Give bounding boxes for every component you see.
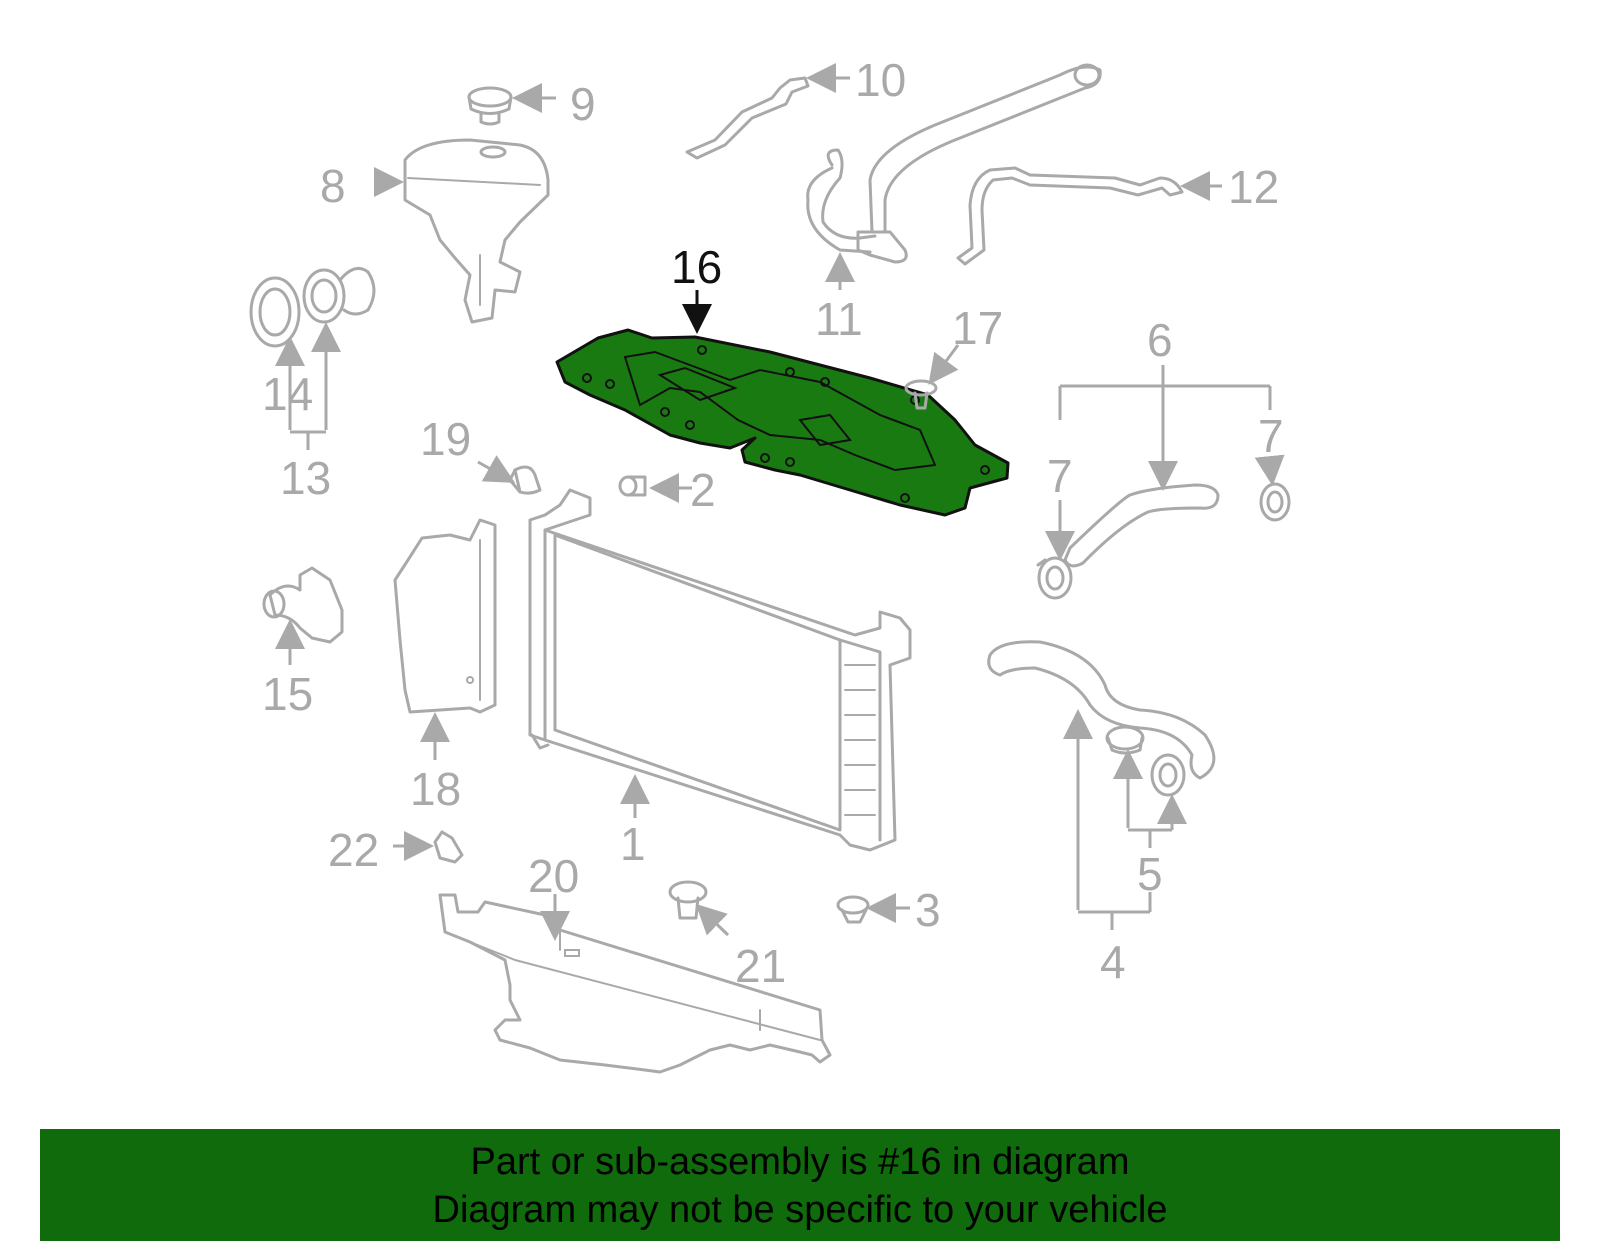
callout-20: 20: [528, 850, 579, 902]
callout-14: 14: [262, 368, 313, 420]
callout-4: 4: [1100, 936, 1126, 988]
hose-clamp-part-5-lower[interactable]: [1150, 753, 1186, 797]
callout-6: 6: [1147, 314, 1173, 366]
pin-part-2[interactable]: [618, 475, 647, 497]
nut-part-3[interactable]: [836, 895, 870, 924]
callout-7-left: 7: [1047, 450, 1073, 502]
callout-17: 17: [952, 302, 1003, 354]
callout-12: 12: [1228, 161, 1279, 213]
pipe-part-12[interactable]: [956, 166, 1184, 266]
callout-15: 15: [262, 668, 313, 720]
callout-13: 13: [280, 452, 331, 504]
thermostat-housing-part-13[interactable]: [302, 266, 376, 324]
callout-1: 1: [620, 818, 646, 870]
callout-10: 10: [855, 54, 906, 106]
coolant-reservoir-part-8[interactable]: [403, 138, 550, 324]
callout-7-right: 7: [1258, 410, 1284, 462]
callout-19: 19: [420, 413, 471, 465]
hose-clamp-part-5-upper[interactable]: [1105, 725, 1145, 755]
callout-22: 22: [328, 824, 379, 876]
banner-line-2: Diagram may not be specific to your vehi…: [432, 1189, 1168, 1231]
callout-9: 9: [570, 78, 596, 130]
outlet-fitting-part-15[interactable]: [262, 566, 344, 644]
callout-18: 18: [410, 763, 461, 815]
hose-clamp-part-7-left[interactable]: [1036, 556, 1073, 600]
lower-hose-part-4[interactable]: [987, 640, 1216, 780]
push-clip-part-17[interactable]: [904, 379, 938, 410]
hose-assembly-part-11[interactable]: [806, 63, 1102, 264]
pipe-part-10[interactable]: [685, 76, 810, 160]
clip-part-22[interactable]: [433, 830, 464, 864]
callout-3: 3: [915, 884, 941, 936]
callout-16: 16: [671, 241, 722, 293]
side-baffle-part-18[interactable]: [393, 518, 497, 714]
hose-clamp-part-7-right[interactable]: [1259, 482, 1291, 522]
push-pin-part-21[interactable]: [668, 880, 708, 920]
push-pin-part-19[interactable]: [508, 465, 542, 495]
upper-hose-part-6[interactable]: [1063, 483, 1220, 568]
callout-5: 5: [1137, 848, 1163, 900]
callout-8: 8: [320, 160, 346, 212]
callout-21: 21: [735, 940, 786, 992]
reservoir-cap-part-9[interactable]: [467, 86, 513, 126]
upper-air-baffle-part-16-highlighted[interactable]: [555, 328, 1010, 517]
info-banner: Part or sub-assembly is #16 in diagram D…: [40, 1129, 1560, 1241]
radiator-part-1[interactable]: [528, 488, 912, 852]
callout-11: 11: [815, 293, 863, 345]
gasket-part-14[interactable]: [249, 276, 301, 348]
callout-2: 2: [690, 464, 716, 516]
banner-line-1: Part or sub-assembly is #16 in diagram: [470, 1141, 1130, 1183]
